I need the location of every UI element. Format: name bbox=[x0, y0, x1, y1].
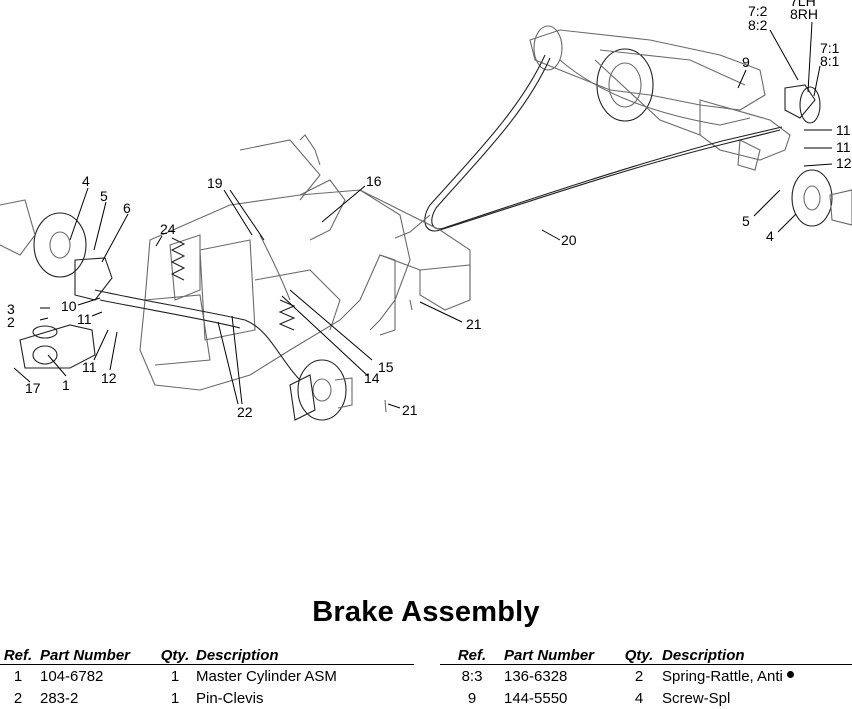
callout-7lh: 7LH bbox=[790, 0, 816, 9]
header-part-number: Part Number bbox=[40, 640, 154, 665]
header-description: Description bbox=[196, 640, 414, 665]
parts-table-right: Ref. Part Number Qty. Description 8:3 13… bbox=[440, 640, 852, 709]
brake-assembly-illustration: 4 5 6 3 2 10 11 1 11 12 17 19 24 16 22 1… bbox=[0, 0, 852, 421]
callout-21-upper: 21 bbox=[466, 316, 482, 332]
header-qty: Qty. bbox=[616, 640, 662, 665]
cell-ref: 9 bbox=[467, 689, 477, 707]
exploded-parts-diagram: 4 5 6 3 2 10 11 1 11 12 17 19 24 16 22 1… bbox=[0, 0, 852, 421]
callout-7-2: 7:2 bbox=[748, 3, 768, 19]
callout-5-right: 5 bbox=[742, 213, 750, 229]
callout-12-left: 12 bbox=[101, 370, 117, 386]
callout-20: 20 bbox=[561, 232, 577, 248]
cell-qty: 4 bbox=[634, 689, 644, 707]
callout-8-2: 8:2 bbox=[748, 17, 768, 33]
header-qty: Qty. bbox=[154, 640, 196, 665]
table-row: 9 144-5550 4 Screw-Spl bbox=[440, 687, 852, 709]
note-bullet-icon bbox=[786, 670, 794, 678]
callout-11-left: 11 bbox=[77, 311, 92, 327]
callout-17: 17 bbox=[25, 380, 41, 396]
header-part-number: Part Number bbox=[504, 640, 616, 665]
callout-24: 24 bbox=[160, 221, 176, 237]
cell-part-number: 104-6782 bbox=[40, 667, 104, 685]
header-description: Description bbox=[662, 640, 852, 665]
cell-ref: 8:3 bbox=[461, 667, 483, 685]
callout-7-1: 7:1 bbox=[820, 40, 840, 56]
callout-10: 10 bbox=[61, 298, 77, 314]
cell-part-number: 283-2 bbox=[40, 689, 79, 707]
cell-part-number: 136-6328 bbox=[504, 667, 568, 685]
header-ref: Ref. bbox=[0, 640, 40, 665]
header-ref: Ref. bbox=[440, 640, 504, 665]
callout-11-left-lower: 11 bbox=[82, 359, 97, 375]
table-header-row: Ref. Part Number Qty. Description bbox=[0, 640, 414, 665]
table-row: 1 104-6782 1 Master Cylinder ASM bbox=[0, 665, 414, 688]
callout-2: 2 bbox=[7, 314, 15, 330]
main-frame bbox=[0, 134, 471, 421]
callout-21-lower: 21 bbox=[402, 402, 418, 418]
cell-description: Spring-Rattle, Anti bbox=[662, 665, 852, 688]
callout-5-left: 5 bbox=[100, 188, 108, 204]
callout-1: 1 bbox=[62, 377, 70, 393]
cell-description: Master Cylinder ASM bbox=[196, 667, 337, 685]
callout-19: 19 bbox=[207, 175, 223, 191]
cell-qty: 2 bbox=[634, 667, 644, 685]
brake-lines bbox=[394, 54, 783, 239]
callout-11-right-lower: 11 bbox=[836, 139, 851, 155]
callout-15: 15 bbox=[378, 359, 394, 375]
callout-labels: 4 5 6 3 2 10 11 1 11 12 17 19 24 16 22 1… bbox=[7, 0, 852, 420]
callout-9: 9 bbox=[742, 54, 750, 70]
callout-11-right-upper: 11 bbox=[836, 122, 851, 138]
callout-4-right: 4 bbox=[766, 228, 774, 244]
callout-12-right: 12 bbox=[836, 155, 852, 171]
cell-part-number: 144-5550 bbox=[504, 689, 568, 707]
cell-ref: 2 bbox=[13, 689, 23, 707]
callout-6: 6 bbox=[123, 200, 131, 216]
callout-3: 3 bbox=[7, 301, 15, 317]
cell-description: Pin-Clevis bbox=[196, 689, 264, 707]
callout-16: 16 bbox=[366, 173, 382, 189]
table-header-row: Ref. Part Number Qty. Description bbox=[440, 640, 852, 665]
cell-description: Screw-Spl bbox=[662, 689, 731, 707]
cell-qty: 1 bbox=[170, 667, 180, 685]
callout-22: 22 bbox=[237, 404, 253, 420]
parts-table-left: Ref. Part Number Qty. Description 1 104-… bbox=[0, 640, 414, 709]
table-row: 2 283-2 1 Pin-Clevis bbox=[0, 687, 414, 709]
table-row: 8:3 136-6328 2 Spring-Rattle, Anti bbox=[440, 665, 852, 688]
rear-axle-frame bbox=[529, 25, 852, 227]
callout-8-1: 8:1 bbox=[820, 53, 840, 69]
cell-ref: 1 bbox=[13, 667, 23, 685]
page-title: Brake Assembly bbox=[312, 596, 540, 628]
callout-8rh: 8RH bbox=[790, 6, 818, 22]
cell-qty: 1 bbox=[170, 689, 180, 707]
callout-4-left: 4 bbox=[82, 173, 90, 189]
callout-14: 14 bbox=[364, 370, 380, 386]
leader-lines bbox=[13, 21, 833, 409]
description-text: Spring-Rattle, Anti bbox=[662, 667, 783, 685]
